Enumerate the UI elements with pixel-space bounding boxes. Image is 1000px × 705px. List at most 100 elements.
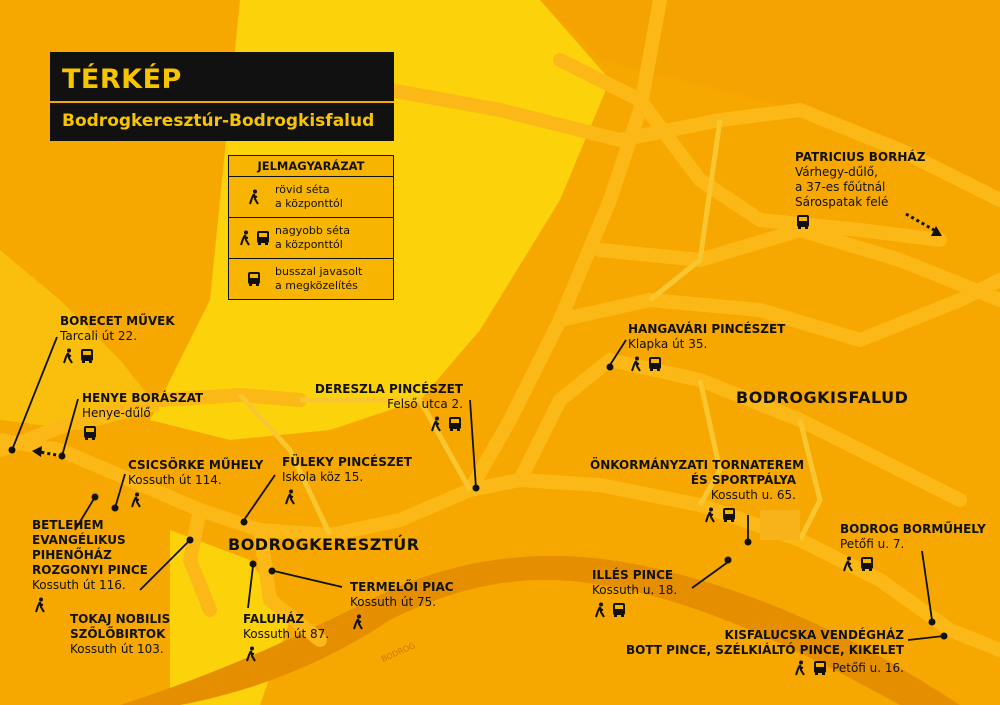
walk-icon [705,507,715,523]
poi-name: ILLÉS PINCE [592,568,674,582]
poi-address: Petőfi u. 7. [840,537,905,551]
poi-address: Felső utca 2. [387,397,463,411]
town-label-bodrogkisfalud: BODROGKISFALUD [736,388,909,407]
poi-termeloi-piac[interactable]: TERMELŐI PIAC Kossuth út 75. [350,580,454,630]
poi-tokaj-nobilis[interactable]: TOKAJ NOBILIS SZŐLŐBIRTOK Kossuth út 103… [70,612,170,657]
legend-text: a megközelítés [275,279,358,292]
road-north-2 [463,0,667,497]
poi-name: TERMELŐI PIAC [350,580,454,594]
poi-address: Kossuth út 87. [243,627,330,641]
pointer-lines [11,336,945,641]
bus-icon [814,661,827,675]
walk-icon [353,614,363,630]
poi-fuleky[interactable]: FÜLEKY PINCÉSZET Iskola köz 15. [282,455,412,505]
road-north-1 [0,387,307,457]
river-label: BODROG [380,641,416,664]
legend-text: a központtól [275,197,343,210]
poi-dereszla[interactable]: DERESZLA PINCÉSZET Felső utca 2. [300,382,463,432]
poi-name: BORECET MŰVEK [60,314,175,328]
bus-icon [449,417,461,431]
bus-icon [723,508,735,522]
direction-arrow-east [905,212,942,236]
legend-text: rövid séta [275,183,330,196]
poi-address: Iskola köz 15. [282,470,364,484]
poi-tornaterem[interactable]: ÖNKORMÁNYZATI TORNATEREM ÉS SPORTPÁLYA K… [590,458,805,523]
poi-betlehem[interactable]: BETLEHEM EVANGÉLIKUS PIHENŐHÁZ ROZGONYI … [32,518,148,613]
walk-icon [795,660,805,676]
poi-name: CSICSÖRKE MŰHELY [128,458,264,472]
poi-name: FÜLEKY PINCÉSZET [282,455,412,469]
poi-bodrog-bormuhely[interactable]: BODROG BORMŰHELY Petőfi u. 7. [840,522,986,572]
bus-icon [797,215,809,229]
light-region-west [0,250,160,430]
poi-faluhaz[interactable]: FALUHÁZ Kossuth út 87. [243,612,329,662]
direction-arrow-west [32,446,63,458]
map-title-box: TÉRKÉP Bodrogkeresztúr-Bodrogkisfalud [50,52,394,141]
poi-henye[interactable]: HENYE BORÁSZAT Henye-dűlő [82,391,203,441]
poi-name: HENYE BORÁSZAT [82,391,204,405]
bus-icon [861,557,873,571]
poi-address: a 37-es főútnál [795,180,886,194]
poi-address: Kossuth út 116. [32,578,126,592]
poi-name: BODROG BORMŰHELY [840,522,986,536]
bus-icon [84,426,96,440]
poi-name: FALUHÁZ [243,612,305,626]
poi-name: KISFALUCSKA VENDÉGHÁZ [724,628,904,642]
walk-icon [431,416,441,432]
walk-icon [35,597,45,613]
bus-icon [81,349,93,363]
road-south-2 [253,523,327,647]
poi-name: ROZGONYI PINCE [32,563,148,577]
poi-csicsorke[interactable]: CSICSÖRKE MŰHELY Kossuth út 114. [128,458,263,508]
poi-address: Petőfi u. 16. [832,660,904,675]
road-south-1 [182,503,217,617]
poi-name: BOTT PINCE, SZÉLKIÁLTÓ PINCE, KIKELET [625,643,904,657]
legend-text: busszal javasolt [275,265,363,278]
poi-name: EVANGÉLIKUS [32,533,126,547]
poi-address: Kossuth u. 18. [592,583,678,597]
poi-name: ÖNKORMÁNYZATI TORNATEREM [590,458,805,472]
poi-name: TOKAJ NOBILIS [70,612,171,626]
poi-illes-pince[interactable]: ILLÉS PINCE Kossuth u. 18. [592,568,677,618]
poi-name: PATRICIUS BORHÁZ [795,150,926,164]
bus-icon [248,272,260,286]
bus-icon [613,603,625,617]
walk-icon [631,356,641,372]
poi-kisfalucska[interactable]: KISFALUCSKA VENDÉGHÁZ BOTT PINCE, SZÉLKI… [600,628,904,676]
poi-name: BETLEHEM [32,518,104,532]
legend-text: a központtól [275,238,343,251]
poi-name: SZŐLŐBIRTOK [70,627,166,641]
title-divider [50,101,394,103]
walk-icon [240,230,250,246]
poi-address: Tarcali út 22. [60,329,138,343]
walk-icon [246,646,256,662]
road-northeast [553,53,947,247]
poi-address: Várhegy-dűlő, [795,165,878,179]
poi-address: Sárospatak felé [795,195,889,209]
poi-patricius[interactable]: PATRICIUS BORHÁZ Várhegy-dűlő, a 37-es f… [795,150,925,230]
walk-icon [131,492,141,508]
poi-name: ÉS SPORTPÁLYA [690,473,796,487]
river-bodrog [120,555,960,705]
minor-roads [238,119,823,542]
poi-hangavari[interactable]: HANGAVÁRI PINCÉSZET Klapka út 35. [628,322,785,372]
poi-address: Kossuth út 114. [128,473,222,487]
walk-icon [249,189,259,205]
poi-borecet[interactable]: BORECET MŰVEK Tarcali út 22. [60,314,175,364]
poi-address: Kossuth út 103. [70,642,164,656]
bus-icon [257,231,269,245]
map-subtitle: Bodrogkeresztúr-Bodrogkisfalud [62,111,375,131]
poi-address: Kossuth u. 65. [710,488,796,502]
bus-icon [649,357,661,371]
poi-address: Henye-dűlő [82,406,151,420]
town-label-bodrogkeresztur: BODROGKERESZTÚR [228,535,420,554]
walk-icon [285,489,295,505]
walk-icon [595,602,605,618]
poi-name: HANGAVÁRI PINCÉSZET [628,322,786,336]
poi-address: Klapka út 35. [628,337,708,351]
